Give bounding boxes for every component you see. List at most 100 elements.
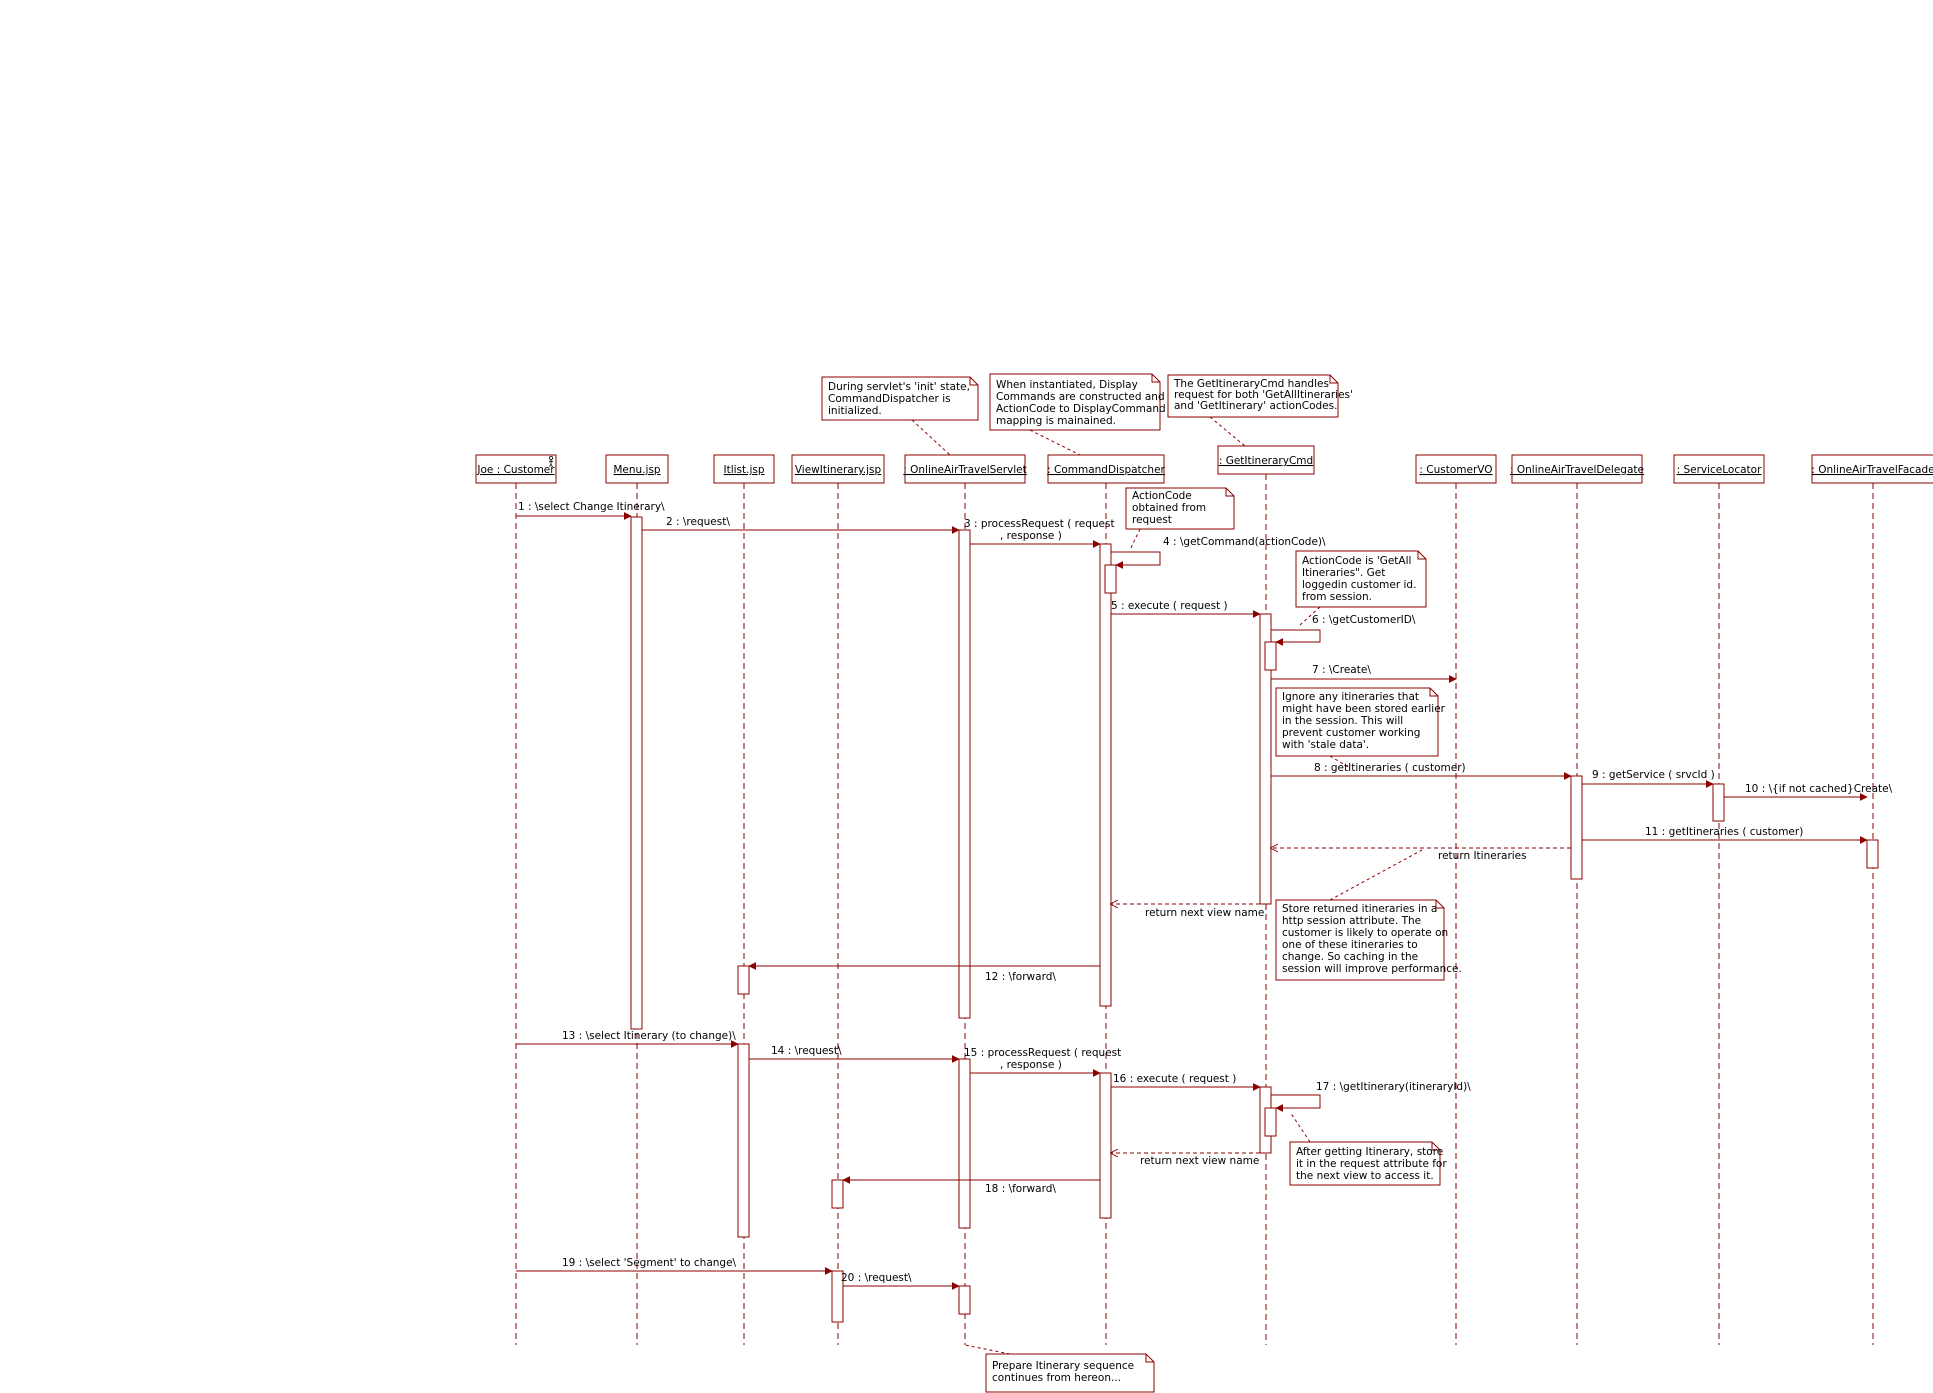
note-text-3: The GetItineraryCmd handles request for … bbox=[1173, 378, 1356, 412]
note-connector-8 bbox=[1289, 1111, 1311, 1143]
object-label-viewit: ViewItinerary.jsp bbox=[795, 464, 882, 476]
message-label-9: 9 : getService ( srvcId ) bbox=[1592, 769, 1715, 781]
activation-itlist-2 bbox=[737, 1043, 750, 1238]
note-shape-1 bbox=[821, 376, 979, 421]
object-label-getcmd: : GetItineraryCmd bbox=[1219, 455, 1313, 467]
note-text-7: Store returned itineraries in a http ses… bbox=[1282, 903, 1462, 975]
note-text-1: During servlet's 'init' state, CommandDi… bbox=[828, 381, 973, 417]
message-label-7: 7 : \Create\ bbox=[1312, 664, 1371, 676]
activation-dispatcher-2 bbox=[1099, 1072, 1112, 1219]
message-labels: 1 : \select Change Itinerary\ 2 : \reque… bbox=[518, 501, 1893, 1284]
note-connector-6 bbox=[1329, 755, 1351, 769]
message-label-4: 4 : \getCommand(actionCode)\ bbox=[1163, 536, 1326, 548]
message-arrow-17 bbox=[1271, 1094, 1321, 1112]
message-arrow-4 bbox=[1111, 551, 1161, 569]
note-text-4: ActionCode obtained from request bbox=[1132, 490, 1209, 526]
activation-dispatcher-1 bbox=[1099, 543, 1112, 1007]
object-servicelocator: : ServiceLocator bbox=[1673, 454, 1765, 484]
message-label-8: 8 : getItineraries ( customer) bbox=[1314, 762, 1466, 774]
object-label-servlet: : OnlineAirTravelServlet bbox=[903, 464, 1027, 476]
activation-getcmd-self-2 bbox=[1264, 1107, 1277, 1137]
note-text-6: Ignore any itineraries that might have b… bbox=[1282, 691, 1448, 751]
message-label-15a: 15 : processRequest ( request bbox=[964, 1047, 1121, 1059]
message-label-11: 11 : getItineraries ( customer) bbox=[1645, 826, 1803, 838]
note-text-8: After getting Itinerary, store it in the… bbox=[1296, 1146, 1450, 1182]
object-label-joe: Joe : Customer bbox=[476, 464, 555, 476]
note-shape-6 bbox=[1275, 687, 1439, 757]
note-shape-5 bbox=[1295, 550, 1427, 608]
object-label-itlist: Itlist.jsp bbox=[723, 464, 764, 476]
message-label-return-itineraries: return Itineraries bbox=[1438, 850, 1527, 862]
message-label-3a: 3 : processRequest ( request bbox=[964, 518, 1115, 530]
note-shape-8 bbox=[1289, 1141, 1441, 1186]
message-label-17: 17 : \getItinerary(itineraryId)\ bbox=[1316, 1081, 1471, 1093]
activation-servlet-1 bbox=[958, 529, 971, 1019]
note-connector-7 bbox=[1329, 849, 1423, 901]
activation-servlet-3 bbox=[958, 1285, 971, 1315]
note-shape-9 bbox=[985, 1353, 1155, 1393]
activation-itlist-1 bbox=[737, 965, 750, 995]
note-shape-4 bbox=[1125, 487, 1235, 530]
message-label-16: 16 : execute ( request ) bbox=[1113, 1073, 1236, 1085]
object-label-facade: : OnlineAirTravelFacade bbox=[1811, 464, 1933, 476]
note-connector-1 bbox=[911, 419, 951, 456]
activation-facade-1 bbox=[1866, 839, 1879, 869]
note-shape-7 bbox=[1275, 899, 1445, 981]
activations bbox=[630, 516, 1879, 1323]
call-messages bbox=[516, 512, 1868, 1290]
activation-dispatcher-self-1 bbox=[1104, 564, 1117, 594]
message-label-10: 10 : \{if not cached}Create\ bbox=[1745, 783, 1893, 795]
activation-delegate-1 bbox=[1570, 775, 1583, 880]
message-label-5: 5 : execute ( request ) bbox=[1111, 600, 1228, 612]
activation-locator-1 bbox=[1712, 783, 1725, 822]
object-delegate: : OnlineAirTravelDelegate bbox=[1510, 454, 1644, 484]
object-itlist-jsp: Itlist.jsp bbox=[713, 454, 775, 484]
message-label-14: 14 : \request\ bbox=[771, 1045, 842, 1057]
note-connector-2 bbox=[1029, 429, 1081, 456]
note-text-5: ActionCode is 'GetAll Itineraries". Get … bbox=[1302, 555, 1420, 603]
note-connector-9 bbox=[964, 1344, 1011, 1355]
note-shape-3 bbox=[1167, 374, 1339, 418]
activation-servlet-2 bbox=[958, 1058, 971, 1229]
message-label-19: 19 : \select 'Segment' to change\ bbox=[562, 1257, 737, 1269]
note-connector-3 bbox=[1209, 416, 1246, 447]
object-customervo: : CustomerVO bbox=[1415, 454, 1497, 484]
message-label-13: 13 : \select Itinerary (to change)\ bbox=[562, 1030, 736, 1042]
return-messages bbox=[1111, 848, 1571, 1153]
note-connector-5 bbox=[1299, 606, 1321, 626]
object-label-dispatcher: : CommandDispatcher bbox=[1047, 464, 1165, 476]
activation-viewit-1 bbox=[831, 1179, 844, 1209]
message-label-18: 18 : \forward\ bbox=[985, 1183, 1056, 1195]
message-label-return-viewname-1: return next view name bbox=[1145, 907, 1264, 919]
activation-getcmd-1 bbox=[1259, 613, 1272, 905]
note-text-2: When instantiated, Display Commands are … bbox=[996, 379, 1169, 427]
message-arrow-6 bbox=[1271, 629, 1321, 646]
message-label-3b: , response ) bbox=[1000, 530, 1062, 542]
object-label-custvo: : CustomerVO bbox=[1419, 464, 1492, 476]
object-viewitinerary-jsp: ViewItinerary.jsp bbox=[791, 454, 885, 484]
object-servlet: : OnlineAirTravelServlet bbox=[903, 454, 1027, 484]
note-text-9: Prepare Itinerary sequence continues fro… bbox=[992, 1360, 1137, 1384]
object-facade: : OnlineAirTravelFacade bbox=[1811, 454, 1933, 484]
object-getitinerarycmd: : GetItineraryCmd bbox=[1217, 445, 1315, 475]
message-label-20: 20 : \request\ bbox=[841, 1272, 912, 1284]
object-commanddispatcher: : CommandDispatcher bbox=[1047, 454, 1166, 484]
object-menu-jsp: Menu.jsp bbox=[605, 454, 669, 484]
message-label-return-viewname-2: return next view name bbox=[1140, 1155, 1259, 1167]
object-label-delegate: : OnlineAirTravelDelegate bbox=[1510, 464, 1644, 476]
message-label-6: 6 : \getCustomerID\ bbox=[1312, 614, 1416, 626]
message-label-12: 12 : \forward\ bbox=[985, 971, 1056, 983]
object-joe: Joe : Customer bbox=[475, 454, 557, 484]
activation-getcmd-self-1 bbox=[1264, 641, 1277, 671]
note-shape-2 bbox=[989, 373, 1161, 431]
message-label-2: 2 : \request\ bbox=[666, 516, 730, 528]
notes: During servlet's 'init' state, CommandDi… bbox=[821, 373, 1462, 1393]
object-label-menu: Menu.jsp bbox=[613, 464, 661, 476]
object-label-locator: : ServiceLocator bbox=[1677, 464, 1763, 476]
activation-menu-1 bbox=[630, 516, 643, 1030]
message-label-15b: , response ) bbox=[1000, 1059, 1062, 1071]
stick-figure-icon bbox=[549, 455, 554, 468]
activation-viewit-2 bbox=[831, 1270, 844, 1323]
note-connector-4 bbox=[1129, 528, 1141, 551]
